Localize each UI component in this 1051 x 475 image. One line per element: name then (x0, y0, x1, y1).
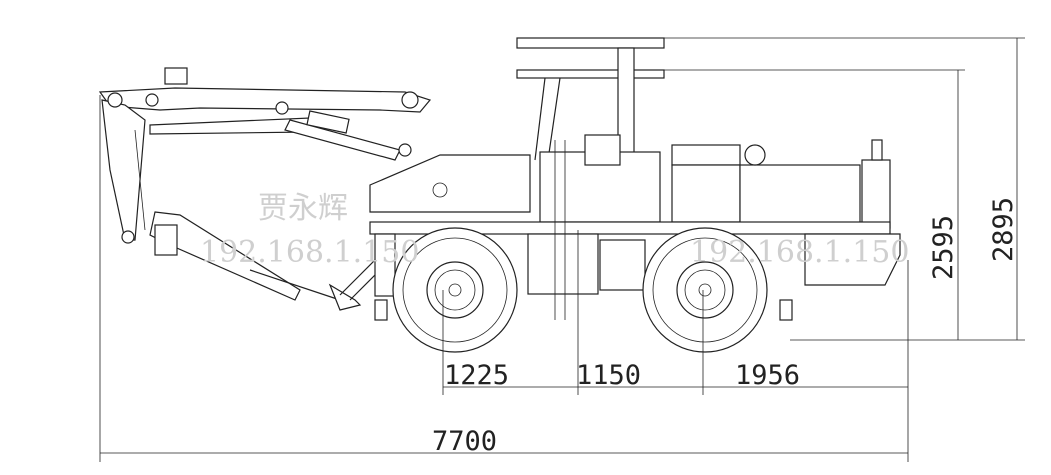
watermark: 贾永辉 192.168.1.150 192.168.1.150 (200, 191, 909, 270)
machine-body (369, 37, 901, 321)
dim-1150: 1150 (576, 360, 641, 391)
dim-7700: 7700 (432, 426, 497, 457)
dim-1956: 1956 (735, 360, 800, 391)
watermark-name: 贾永辉 (258, 191, 348, 226)
dim-2595: 2595 (928, 215, 959, 280)
rear-wheel (642, 227, 768, 353)
dimension-lines (99, 37, 1025, 462)
watermark-ip-left: 192.168.1.150 (200, 235, 419, 270)
boom-arm (98, 67, 432, 311)
front-wheel (392, 227, 518, 353)
dim-2895: 2895 (988, 197, 1019, 262)
watermark-ip-right: 192.168.1.150 (690, 235, 909, 270)
dim-1225: 1225 (444, 360, 509, 391)
